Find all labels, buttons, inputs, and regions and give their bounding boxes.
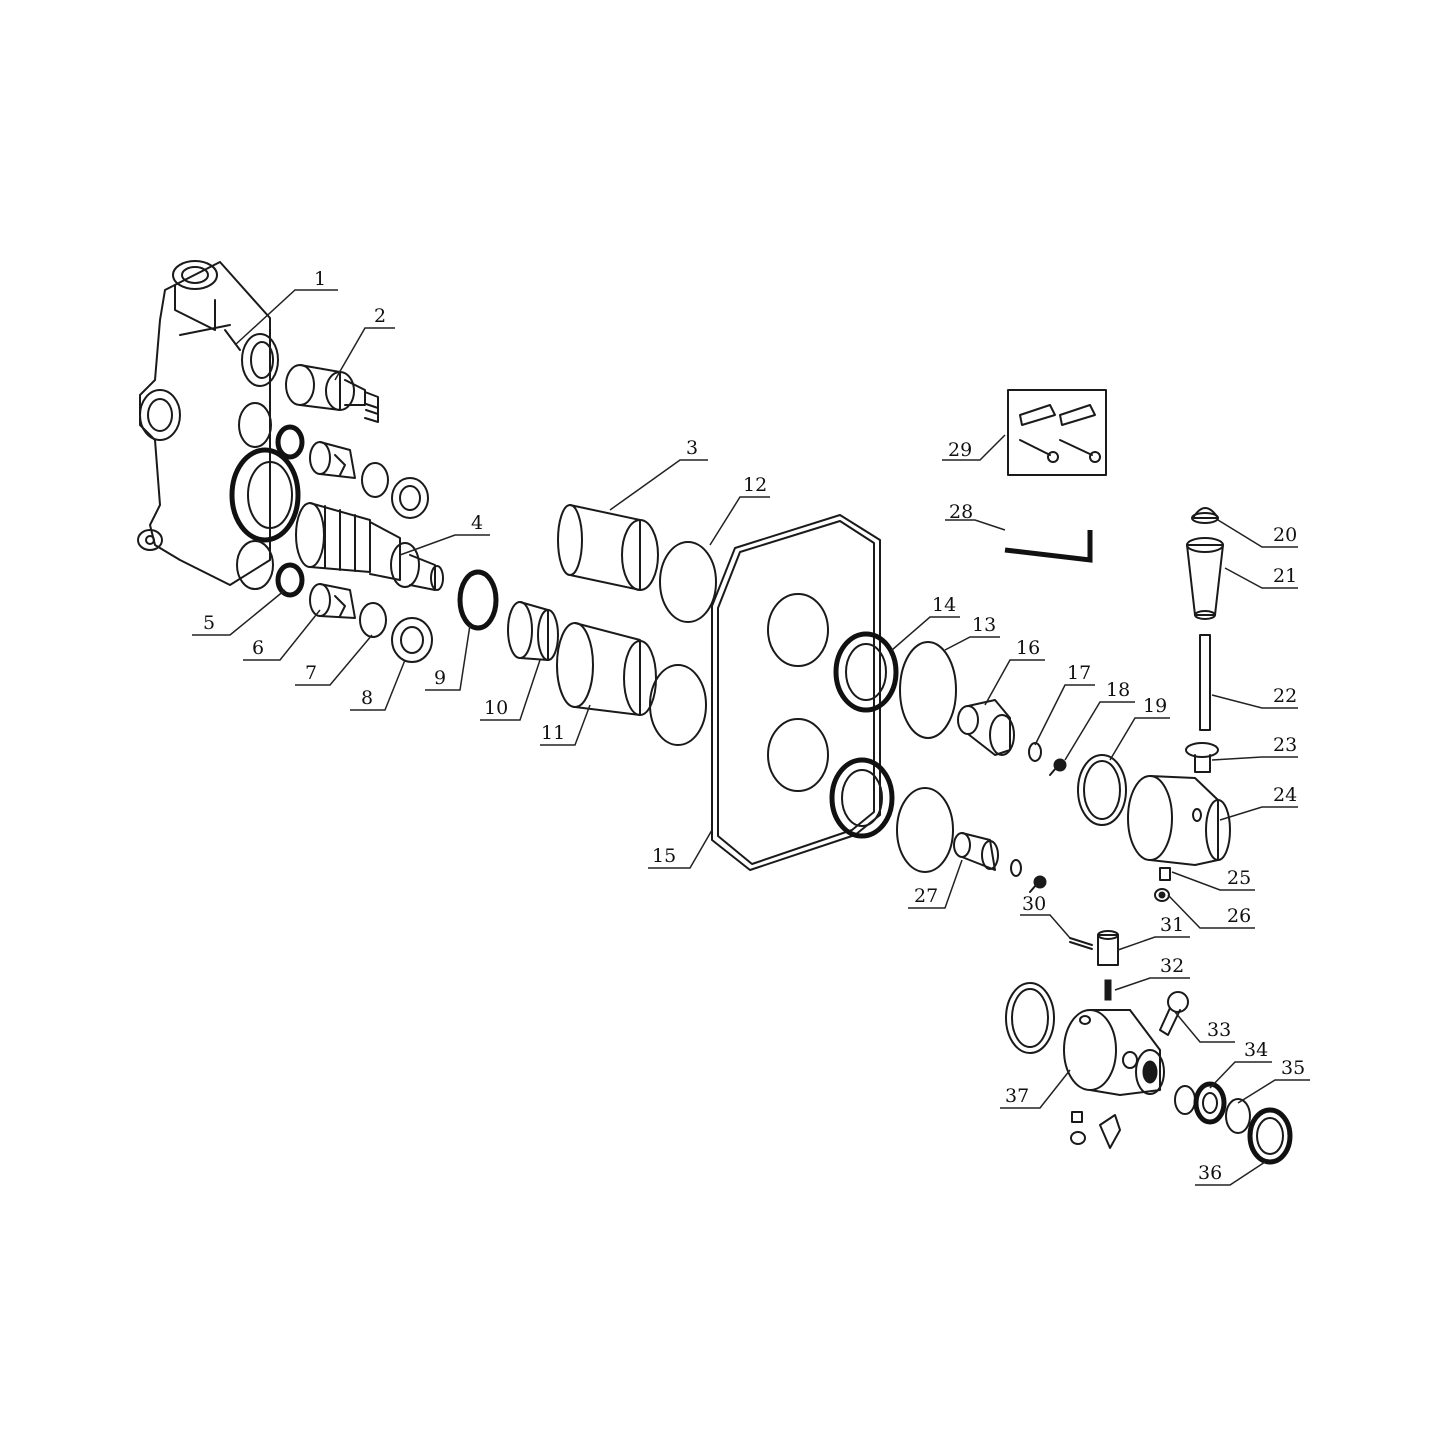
callout-3: 3 [686, 437, 698, 459]
callout-14: 14 [932, 594, 956, 616]
part-30-pin [1069, 937, 1093, 950]
callout-33: 33 [1207, 1019, 1231, 1041]
part-14-flange [829, 631, 899, 839]
callout-34: 34 [1244, 1039, 1268, 1061]
part-35-disc [1225, 1098, 1251, 1134]
callout-21: 21 [1273, 565, 1297, 587]
leader-lines [192, 289, 1310, 1186]
part-5-o-ring [275, 424, 305, 598]
callout-6: 6 [252, 637, 264, 659]
part-10-stop-ring [507, 601, 559, 661]
callout-24: 24 [1273, 784, 1297, 806]
callout-22: 22 [1273, 685, 1297, 707]
part-1-valve-body [137, 260, 301, 590]
part-21-handle-grip [1186, 537, 1224, 620]
part-37-diverter-knob [1005, 982, 1165, 1149]
part-23-rosette [1185, 742, 1219, 773]
callout-37: 37 [1005, 1085, 1029, 1107]
part-31-coupler [1097, 930, 1119, 966]
part-22-stem-rod [1199, 634, 1211, 731]
callout-19: 19 [1143, 695, 1167, 717]
part-6-spindle-adapter [309, 441, 356, 619]
part-32-spring-pin [1104, 979, 1112, 1001]
part-13-o-ring [896, 641, 957, 873]
callout-11: 11 [541, 722, 565, 744]
callout-31: 31 [1160, 914, 1184, 936]
callout-18: 18 [1106, 679, 1130, 701]
callout-28: 28 [949, 501, 973, 523]
callout-7: 7 [305, 662, 317, 684]
part-28-hex-key [1004, 530, 1093, 563]
part-29-fixing-kit [1007, 389, 1107, 476]
part-18-screw [1029, 758, 1067, 893]
callout-30: 30 [1022, 893, 1046, 915]
callout-32: 32 [1160, 955, 1184, 977]
part-24-control-knob [1127, 775, 1231, 866]
callout-labels: 1 2 3 4 5 6 7 8 9 10 11 12 13 14 15 16 1… [203, 268, 1305, 1184]
part-36-cap-ring [1247, 1107, 1293, 1165]
callout-16: 16 [1016, 637, 1040, 659]
part-25-grub-screw [1159, 867, 1171, 881]
callout-26: 26 [1227, 905, 1251, 927]
callout-5: 5 [203, 612, 215, 634]
callout-12: 12 [743, 474, 767, 496]
callout-29: 29 [948, 439, 972, 461]
part-15-faceplate [711, 514, 881, 871]
part-9-retaining-ring [457, 569, 499, 631]
part-4-thermostatic-cartridge [295, 502, 444, 591]
callout-10: 10 [484, 697, 508, 719]
part-2-cartridge [285, 364, 379, 423]
part-20-cap [1191, 507, 1219, 524]
callout-17: 17 [1067, 662, 1091, 684]
callout-2: 2 [374, 305, 386, 327]
part-19-o-ring [1077, 754, 1127, 826]
callout-23: 23 [1273, 734, 1297, 756]
part-16-adapter [957, 699, 1015, 756]
part-3-sleeve [557, 504, 659, 591]
part-11-extension-sleeve [556, 622, 657, 716]
part-27-small-adapter [953, 832, 999, 871]
callout-27: 27 [914, 885, 938, 907]
part-26-nut [1154, 888, 1170, 902]
callout-9: 9 [434, 667, 446, 689]
callout-20: 20 [1273, 524, 1297, 546]
callout-8: 8 [361, 687, 373, 709]
part-33-lever [1159, 991, 1189, 1036]
callout-4: 4 [471, 512, 483, 534]
part-7-o-ring [359, 462, 389, 638]
part-17-washer [1010, 742, 1042, 877]
part-34-insert [1174, 1081, 1227, 1125]
callout-25: 25 [1227, 867, 1251, 889]
callout-36: 36 [1198, 1162, 1222, 1184]
part-8-plug [391, 477, 433, 663]
part-12-o-ring [649, 541, 717, 746]
callout-13: 13 [972, 614, 996, 636]
callout-35: 35 [1281, 1057, 1305, 1079]
callout-15: 15 [652, 845, 676, 867]
callout-1: 1 [314, 268, 326, 290]
